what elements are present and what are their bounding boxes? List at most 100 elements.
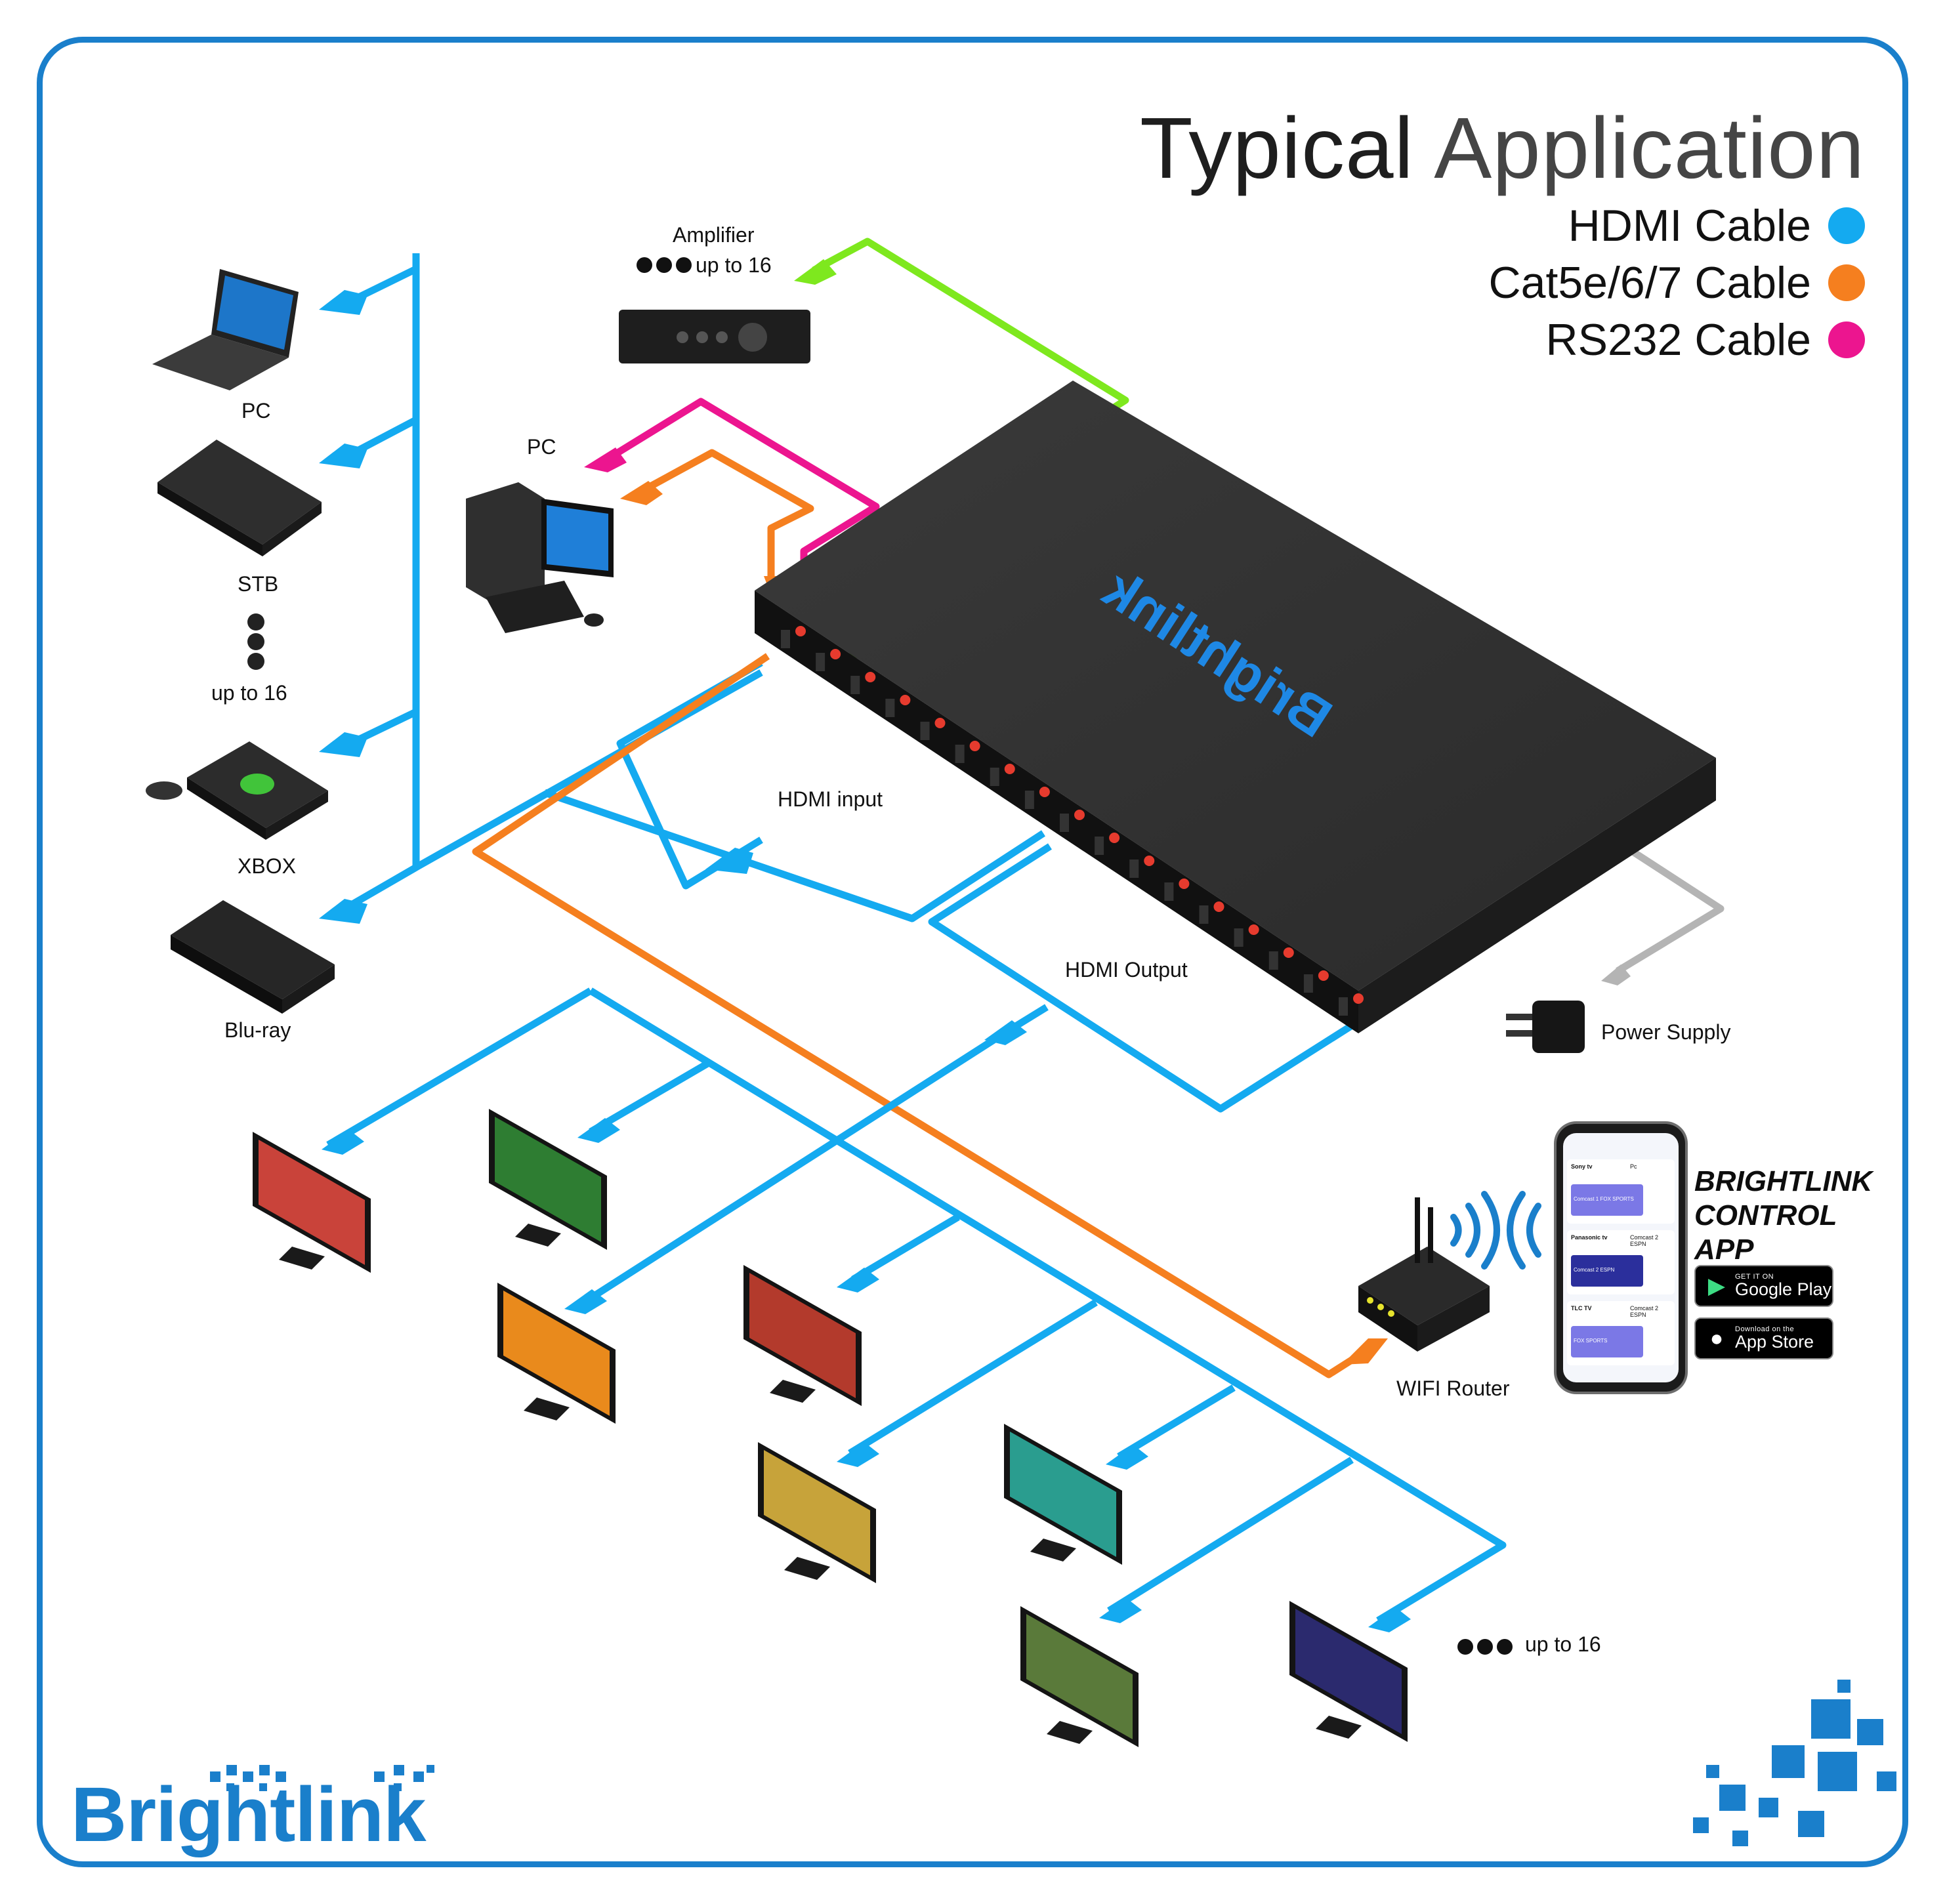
display-icon (1289, 1601, 1408, 1742)
display-icon (1020, 1606, 1139, 1747)
badge-small-text: Download on the (1735, 1325, 1795, 1333)
amplifier-count-label: up to 16 (696, 253, 772, 277)
amplifier-label: Amplifier (673, 223, 755, 247)
app-row-chip[interactable]: Comcast 2 ESPN (1571, 1255, 1643, 1287)
hdmi-port-icon (885, 699, 895, 717)
legend-label: RS232 Cable (1545, 315, 1811, 365)
display-icon (497, 1283, 616, 1424)
rs232-arrow-pc (584, 447, 627, 472)
display-dots-icon (1457, 1639, 1513, 1655)
hdmi-port-icon (1339, 997, 1348, 1016)
hdmi-port-icon (1060, 814, 1069, 832)
hdmi-port-row (781, 626, 1364, 1016)
legend-item-rs232: RS232 Cable (1546, 314, 1865, 365)
audio-jack-icon (1109, 833, 1120, 843)
display-icon (743, 1265, 862, 1406)
display-icon (1004, 1424, 1122, 1565)
audio-jack-icon (934, 718, 946, 728)
hdmi-port-icon (1164, 882, 1174, 901)
audio-jack-icon (1318, 970, 1329, 981)
hdmi-input-label: HDMI input (778, 787, 883, 811)
display-icon (253, 1132, 371, 1273)
audio-jack-icon (795, 626, 806, 636)
game-console-icon (146, 741, 328, 840)
audio-jack-icon (1283, 947, 1294, 958)
source-arrows (319, 290, 367, 924)
hdmi-port-icon (920, 722, 930, 740)
pc-control-label: PC (527, 435, 556, 459)
app-row-name: Panasonic tv (1571, 1234, 1608, 1241)
audio-jack-icon (1039, 787, 1050, 797)
app-title: BRIGHTLINK CONTROL APP (1694, 1165, 1872, 1267)
desktop-pc-icon (466, 482, 614, 633)
wifi-router-icon (1358, 1197, 1490, 1352)
source-label-stb: STB (238, 572, 279, 596)
audio-jack-icon (1213, 901, 1224, 912)
hdmi-port-icon (1303, 974, 1313, 993)
rs232-dot-icon (1828, 321, 1865, 358)
cat-dot-icon (1828, 264, 1865, 301)
app-row-source: Comcast 2 ESPN (1630, 1234, 1659, 1247)
source-label-bluray: Blu-ray (224, 1018, 291, 1042)
badge-small-text: GET IT ON (1735, 1273, 1774, 1281)
audio-jack-icon (1074, 810, 1085, 820)
amplifier-dots-icon (637, 257, 692, 273)
logo-pixels-icon (210, 1765, 434, 1791)
source-label-count: up to 16 (211, 681, 287, 705)
hdmi-port-icon (1095, 837, 1104, 855)
legend-item-cat: Cat5e/6/7 Cable (1489, 257, 1865, 308)
audio-jack-icon (1248, 924, 1259, 935)
hdmi-port-icon (955, 745, 965, 763)
wifi-router-label: WIFI Router (1396, 1376, 1510, 1400)
displays-count-label: up to 16 (1525, 1632, 1601, 1656)
app-row-chip[interactable]: FOX SPORTS (1571, 1326, 1643, 1357)
laptop-icon (152, 269, 299, 390)
app-row[interactable]: TLC TV Comcast 2 ESPN FOX SPORTS (1567, 1301, 1675, 1365)
play-store-icon: ▶ (1707, 1273, 1726, 1298)
audio-jack-icon (969, 741, 980, 751)
power-supply-label: Power Supply (1601, 1020, 1731, 1044)
page-title: Typical Application (1140, 100, 1865, 196)
audio-jack-icon (900, 695, 911, 705)
app-title-line: CONTROL (1694, 1199, 1837, 1231)
display-group (253, 1109, 1408, 1747)
hdmi-port-icon (1268, 951, 1278, 970)
hdmi-port-icon (1129, 859, 1139, 878)
badge-big-text: App Store (1735, 1332, 1814, 1352)
hdmi-input-arrow (705, 848, 753, 874)
legend-item-hdmi: HDMI Cable (1568, 200, 1865, 251)
hdmi-port-icon (1024, 791, 1034, 809)
wifi-signal-icon (1450, 1191, 1541, 1270)
audio-jack-icon (1144, 856, 1155, 866)
app-row-name: TLC TV (1571, 1305, 1592, 1312)
apple-icon: ● (1709, 1325, 1724, 1351)
app-row-name: Sony tv (1571, 1163, 1593, 1170)
source-label-pc: PC (241, 399, 271, 423)
cat-arrow-router (1342, 1338, 1388, 1365)
power-adapter-icon (1506, 1001, 1585, 1053)
hdmi-port-icon (850, 676, 860, 694)
legend-label: HDMI Cable (1568, 201, 1811, 251)
hdmi-port-icon (816, 653, 826, 671)
display-icon (489, 1109, 607, 1250)
legend-label: Cat5e/6/7 Cable (1488, 258, 1811, 308)
audio-jack-icon (830, 649, 841, 659)
app-row[interactable]: Panasonic tv Comcast 2 ESPN Comcast 2 ESPN (1567, 1230, 1675, 1294)
hdmi-port-icon (990, 768, 999, 786)
audio-jack-icon (1004, 764, 1015, 774)
audio-jack-icon (865, 672, 876, 682)
cat-arrow-pc (620, 481, 663, 505)
source-label-xbox: XBOX (238, 854, 296, 878)
app-row-source: Comcast 2 ESPN (1630, 1305, 1659, 1318)
hdmi-port-icon (1199, 905, 1209, 924)
hdmi-dot-icon (1828, 207, 1865, 244)
app-title-line: BRIGHTLINK (1694, 1165, 1873, 1197)
audio-arrow-amplifier (794, 259, 837, 285)
hdmi-port-icon (1234, 928, 1244, 947)
app-row-chip[interactable]: Comcast 1 FOX SPORTS (1571, 1184, 1643, 1216)
